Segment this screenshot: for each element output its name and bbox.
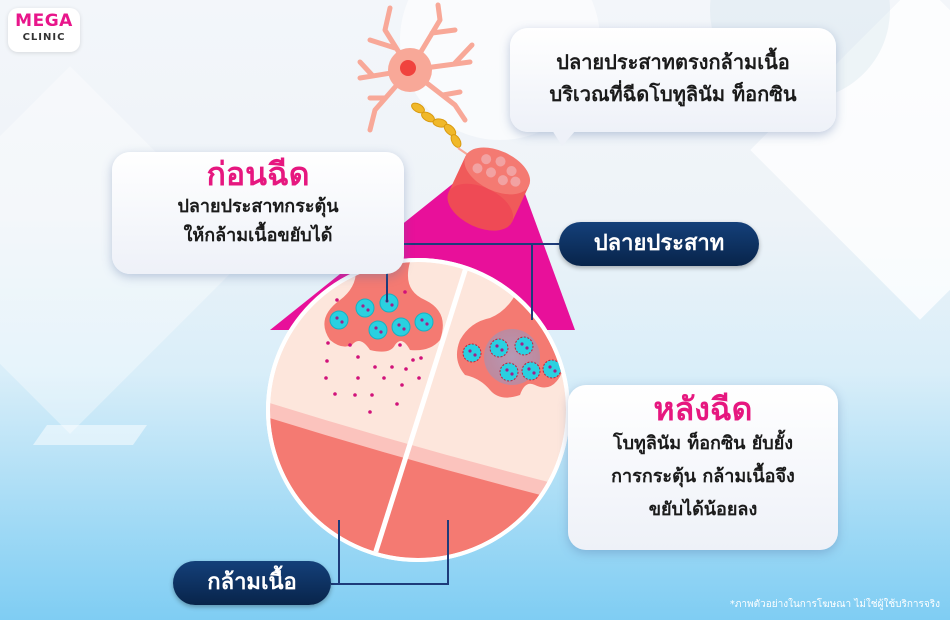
callout-line: ให้กล้ามเนื้อขยับได้: [183, 225, 333, 246]
callout-line: บริเวณที่ฉีดโบทูลินัม ท็อกซิน: [549, 82, 797, 106]
callout-line: ปลายประสาทตรงกล้ามเนื้อ: [556, 50, 790, 74]
muscle-bundle-icon: [447, 147, 531, 231]
callout-injection-site: ปลายประสาทตรงกล้ามเนื้อ บริเวณที่ฉีดโบทู…: [510, 28, 836, 146]
neurotransmitter-dots: [324, 290, 423, 414]
callout-line: การกระตุ้น กล้ามเนื้อจึง: [611, 466, 795, 487]
callout-after-injection: หลังฉีด โบทูลินัม ท็อกซิน ยับยั้ง การกระ…: [568, 385, 838, 550]
callout-line: ปลายประสาทกระตุ้น: [177, 196, 339, 217]
callout-title: ก่อนฉีด: [206, 155, 310, 193]
logo-text-clinic: CLINIC: [22, 32, 66, 43]
neuron-icon: [357, 2, 491, 171]
nerve-terminal-before: [324, 262, 443, 414]
label-nerve-ending: ปลายประสาท: [559, 222, 759, 266]
callout-line: ขยับได้น้อยลง: [648, 499, 758, 520]
disclaimer-text: *ภาพตัวอย่างในการโฆษณา ไม่ใช่ผู้ใช้บริกา…: [729, 599, 940, 610]
callout-line: โบทูลินัม ท็อกซิน ยับยั้ง: [612, 433, 794, 454]
label-muscle: กล้ามเนื้อ: [173, 561, 331, 605]
clinic-logo: MEGA CLINIC: [8, 8, 80, 52]
speech-tail: [552, 130, 576, 146]
callout-title: หลังฉีด: [653, 390, 753, 428]
logo-text-mega: MEGA: [15, 11, 73, 31]
callout-before-injection: ก่อนฉีด ปลายประสาทกระตุ้น ให้กล้ามเนื้อข…: [112, 152, 404, 274]
